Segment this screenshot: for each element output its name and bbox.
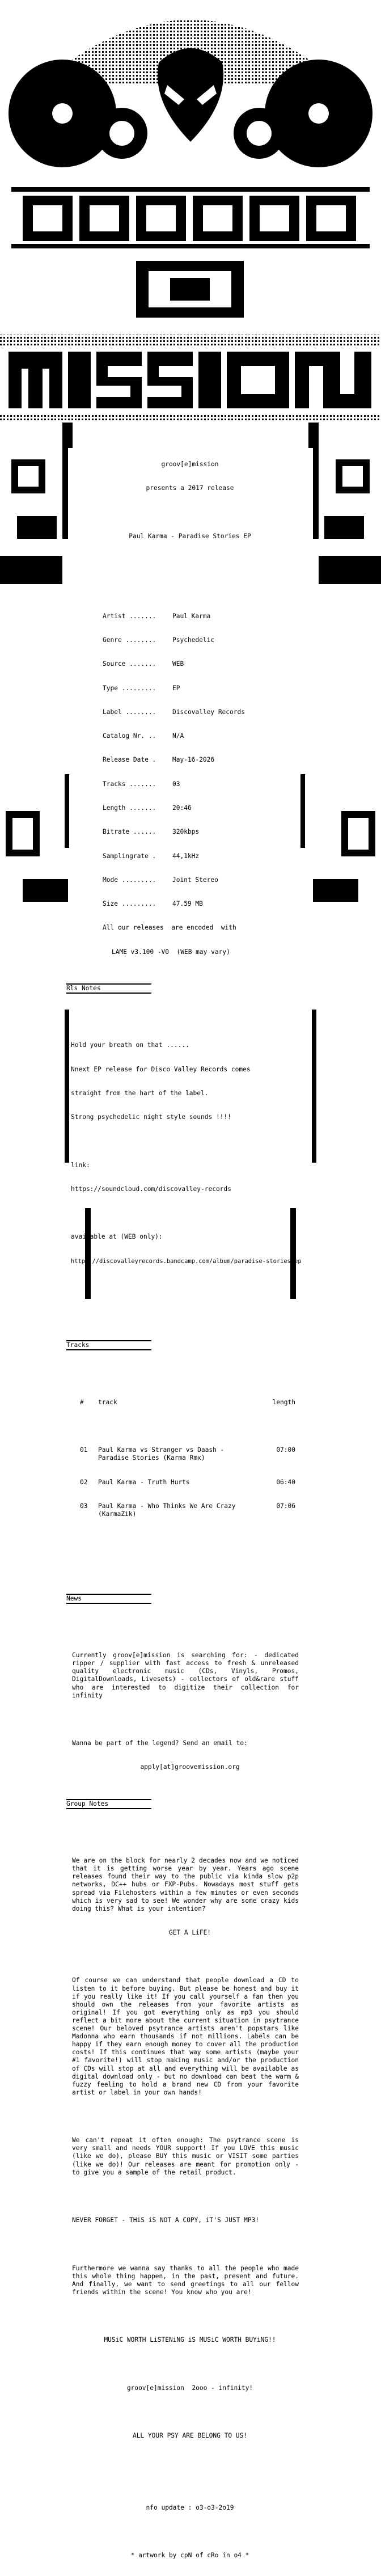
encode-note-2: LAME v3.100 -V0 (WEB may vary): [112, 948, 230, 956]
rls-line: Hold your breath on that ......: [71, 1041, 189, 1049]
presents-line: presents a 2017 release: [146, 484, 234, 492]
soundcloud-link[interactable]: https://soundcloud.com/discovalley-recor…: [71, 1185, 231, 1193]
section-rls-notes: Rls Notes: [66, 983, 151, 994]
link-label: link:: [71, 1161, 90, 1169]
section-news: News: [66, 1593, 151, 1604]
available-label: available at (WEB only):: [71, 1233, 163, 1241]
logo-artwork-icon: [0, 20, 381, 448]
psy-line: ALL YOUR PSY ARE BELONG TO US!: [132, 2432, 248, 2440]
artwork-credit: * artwork by cpN of cRo in o4 *: [130, 2552, 249, 2560]
info-row: Tracks .......03: [103, 780, 180, 788]
section-group-notes: Group Notes: [66, 1798, 151, 1809]
info-row: Bitrate ......320kbps: [103, 828, 200, 836]
nfo-update: nfo update : o3-o3-2o19: [146, 2503, 234, 2511]
info-row: Catalog Nr. ..N/A: [103, 732, 184, 740]
track-row: 02 Paul Karma - Truth Hurts 06:40: [80, 1478, 295, 1486]
track-row: 01 Paul Karma vs Stranger vs Daash - Par…: [80, 1446, 295, 1462]
group-notes-p2: Of course we can understand that people …: [72, 1977, 299, 2096]
ascii-art-logo: [0, 0, 381, 448]
track-row: 03 Paul Karma - Who Thinks We Are Crazy …: [80, 1502, 295, 1518]
group-notes-p3: We can't repeat it often enough: The psy…: [72, 2136, 299, 2176]
info-row: Size .........47.59 MB: [103, 900, 203, 908]
years-line: groov[e]mission 2ooo - infinity!: [126, 2384, 253, 2392]
info-row: Artist .......Paul Karma: [103, 612, 211, 620]
rls-line: Strong psychedelic night style sounds !!…: [71, 1113, 231, 1121]
motto: MUSiC WORTH LiSTENiNG iS MUSiC WORTH BUY…: [104, 2336, 276, 2344]
get-a-life: GET A LiFE!: [168, 1929, 211, 1936]
side-decoration-icon: [0, 448, 381, 1299]
info-row: Label ........Discovalley Records: [103, 708, 245, 716]
news-legend: Wanna be part of the legend? Send an ema…: [72, 1739, 248, 1747]
bandcamp-link[interactable]: https://discovalleyrecords.bandcamp.com/…: [71, 1257, 302, 1265]
group-notes-p4: NEVER FORGET - THiS iS NOT A COPY, iT'S …: [72, 2216, 260, 2224]
group-name: groov[e]mission: [161, 461, 219, 468]
info-row: Length .......20:46: [103, 804, 192, 812]
info-row: Genre ........Psychedelic: [103, 636, 215, 644]
rls-line: Nnext EP release for Disco Valley Record…: [71, 1065, 251, 1073]
info-row: Type .........EP: [103, 684, 180, 692]
info-row: Release Date .May-16-2026: [103, 756, 215, 764]
apply-email[interactable]: apply[at]groovemission.org: [140, 1763, 240, 1771]
info-row: Mode .........Joint Stereo: [103, 876, 218, 884]
rls-line: straight from the hart of the label.: [71, 1089, 209, 1097]
group-notes-p1: We are on the block for nearly 2 decades…: [72, 1857, 299, 1912]
news-body: Currently groov[e]mission is searching f…: [72, 1652, 299, 1699]
nfo-text: groov[e]mission presents a 2017 release …: [66, 445, 309, 2576]
encode-note: All our releases are encoded with: [103, 924, 236, 932]
group-notes-p5: Furthermore we wanna say thanks to all t…: [72, 2264, 299, 2296]
section-tracks: Tracks: [66, 1340, 151, 1351]
tracks-header: # track length: [80, 1398, 295, 1406]
info-row: Samplingrate .44,1kHz: [103, 852, 200, 860]
info-row: Source .......WEB: [103, 660, 184, 668]
release-title: Paul Karma - Paradise Stories EP: [129, 532, 251, 540]
